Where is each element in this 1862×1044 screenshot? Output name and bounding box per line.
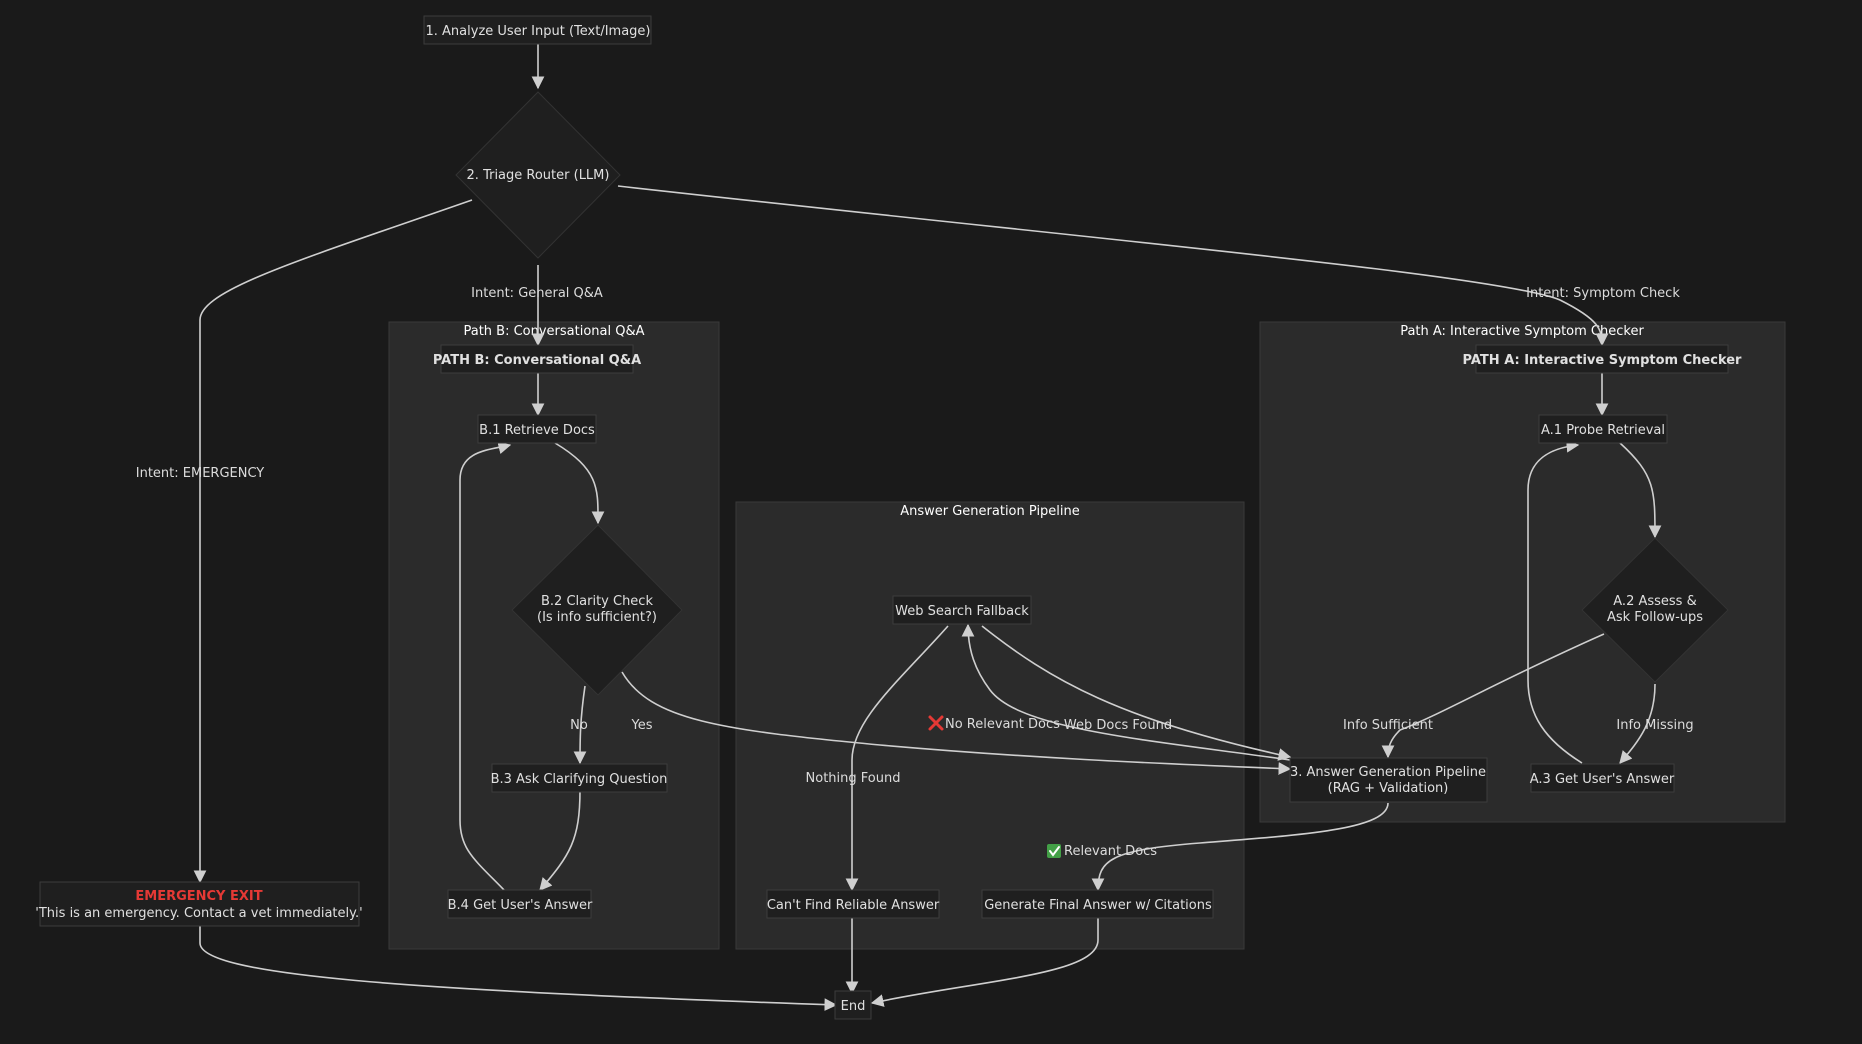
edge-a2-to-answer-pipeline xyxy=(1381,633,1605,759)
node-generate-final-answer[interactable]: Generate Final Answer w/ Citations xyxy=(981,889,1214,919)
node-b1-retrieve-docs[interactable]: B.1 Retrieve Docs xyxy=(477,414,597,444)
edge-label-web-docs-found: Web Docs Found xyxy=(1064,718,1172,733)
edge-a2-to-a3 xyxy=(1619,683,1656,764)
edge-pipeline-to-generate xyxy=(1091,802,1389,892)
node-answer-pipeline-line2: (RAG + Validation) xyxy=(1328,781,1449,796)
node-web-search-fallback[interactable]: Web Search Fallback xyxy=(892,595,1032,625)
node-emergency-text: 'This is an emergency. Contact a vet imm… xyxy=(35,906,362,921)
green-check-mark-icon xyxy=(1047,844,1061,858)
node-b3-label: B.3 Ask Clarifying Question xyxy=(491,772,668,787)
edge-label-general-qa: Intent: General Q&A xyxy=(471,286,603,301)
node-b4-label: B.4 Get User's Answer xyxy=(448,898,593,913)
node-answer-generation-pipeline[interactable]: 3. Answer Generation Pipeline (RAG + Val… xyxy=(1289,757,1488,803)
edge-label-no-relevant-docs-group: No Relevant Docs xyxy=(928,715,1060,732)
node-b4-get-answer[interactable]: B.4 Get User's Answer xyxy=(447,889,593,919)
node-cant-find-label: Can't Find Reliable Answer xyxy=(767,898,940,913)
edge-b2-to-answer-pipeline xyxy=(621,671,1292,775)
node-emergency-title: EMERGENCY EXIT xyxy=(135,889,262,904)
edge-triage-to-path-a xyxy=(617,185,1609,347)
node-answer-pipeline-line1: 3. Answer Generation Pipeline xyxy=(1290,765,1486,780)
edge-label-info-missing: Info Missing xyxy=(1616,718,1693,733)
edge-label-no-relevant-docs: No Relevant Docs xyxy=(945,717,1060,732)
edge-label-relevant-docs-group: Relevant Docs xyxy=(1047,844,1157,859)
edge-web-search-to-cant-find xyxy=(845,625,949,892)
edge-label-no: No xyxy=(570,718,588,733)
node-path-a-head-label: PATH A: Interactive Symptom Checker xyxy=(1463,353,1743,368)
edge-a1-to-a2 xyxy=(1619,442,1662,539)
node-a1-label: A.1 Probe Retrieval xyxy=(1541,423,1665,438)
node-a3-label: A.3 Get User's Answer xyxy=(1530,772,1675,787)
node-path-b-head-label: PATH B: Conversational Q&A xyxy=(433,353,641,368)
node-analyze-input[interactable]: 1. Analyze User Input (Text/Image) xyxy=(423,15,652,45)
node-generate-final-label: Generate Final Answer w/ Citations xyxy=(984,898,1212,913)
edge-b2-to-b3 xyxy=(573,685,587,765)
node-cant-find-answer[interactable]: Can't Find Reliable Answer xyxy=(766,889,940,919)
edge-web-search-to-pipeline xyxy=(981,625,1292,761)
edge-b1-to-b2 xyxy=(554,442,605,525)
node-a2-assess[interactable]: A.2 Assess & Ask Follow-ups xyxy=(1581,537,1729,683)
edge-pipeline-to-web-search xyxy=(961,623,1291,761)
node-triage-router-label: 2. Triage Router (LLM) xyxy=(467,168,610,183)
node-emergency-exit[interactable]: EMERGENCY EXIT 'This is an emergency. Co… xyxy=(35,881,363,927)
edge-labels: Intent: General Q&A Intent: Symptom Chec… xyxy=(136,286,1694,859)
edge-label-nothing-found: Nothing Found xyxy=(806,771,901,786)
edge-emergency-to-end xyxy=(199,925,838,1011)
node-analyze-input-label: 1. Analyze User Input (Text/Image) xyxy=(426,24,651,39)
node-b1-label: B.1 Retrieve Docs xyxy=(479,423,595,438)
edges xyxy=(193,44,1662,1011)
node-path-b-head[interactable]: PATH B: Conversational Q&A xyxy=(433,344,641,374)
edge-label-info-sufficient: Info Sufficient xyxy=(1343,718,1433,733)
node-path-a-head[interactable]: PATH A: Interactive Symptom Checker xyxy=(1463,344,1743,374)
edge-b3-to-b4 xyxy=(539,789,581,891)
edge-label-symptom-check: Intent: Symptom Check xyxy=(1526,286,1680,301)
edge-label-relevant-docs: Relevant Docs xyxy=(1064,844,1157,859)
node-b2-clarity-check[interactable]: B.2 Clarity Check (Is info sufficient?) xyxy=(511,524,683,696)
node-a2-label-line2: Ask Follow-ups xyxy=(1607,610,1703,625)
node-b2-label-line1: B.2 Clarity Check xyxy=(541,594,653,609)
cluster-path-a-title: Path A: Interactive Symptom Checker xyxy=(1400,324,1644,339)
edge-label-emergency: Intent: EMERGENCY xyxy=(136,466,265,481)
red-cross-mark-icon xyxy=(928,715,944,731)
cluster-answer-pipeline-title: Answer Generation Pipeline xyxy=(900,504,1080,519)
cluster-path-b-title: Path B: Conversational Q&A xyxy=(463,324,644,339)
node-a1-probe-retrieval[interactable]: A.1 Probe Retrieval xyxy=(1538,414,1668,444)
node-b2-label-line2: (Is info sufficient?) xyxy=(537,610,657,625)
node-web-search-label: Web Search Fallback xyxy=(895,604,1029,619)
node-a3-get-answer[interactable]: A.3 Get User's Answer xyxy=(1530,763,1675,793)
node-triage-router[interactable]: 2. Triage Router (LLM) xyxy=(455,91,621,259)
node-end[interactable]: End xyxy=(834,990,872,1020)
edge-generate-to-end xyxy=(870,918,1099,1007)
node-end-label: End xyxy=(841,999,866,1014)
edge-label-yes: Yes xyxy=(631,718,653,733)
edge-triage-to-emergency xyxy=(193,199,473,884)
cluster-path-a: Path A: Interactive Symptom Checker xyxy=(1259,321,1786,823)
node-a2-label-line1: A.2 Assess & xyxy=(1613,594,1696,609)
edge-a3-to-a1 xyxy=(1527,439,1583,764)
cluster-answer-pipeline: Answer Generation Pipeline xyxy=(735,501,1245,950)
edge-b4-to-b1 xyxy=(459,441,512,892)
node-b3-ask-clarifying[interactable]: B.3 Ask Clarifying Question xyxy=(491,763,668,793)
